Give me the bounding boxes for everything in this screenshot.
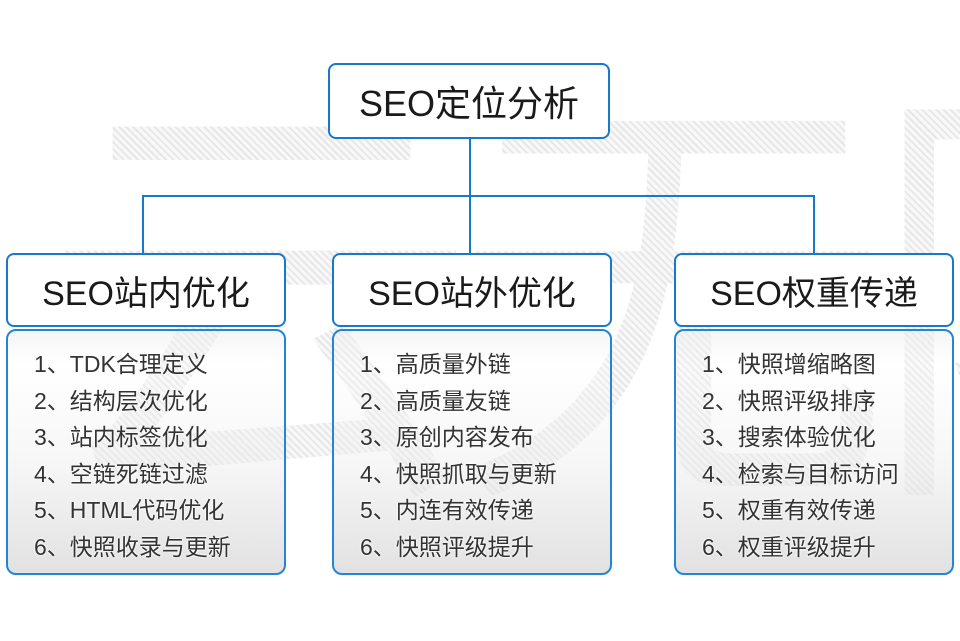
list-item: 6、权重评级提升	[702, 533, 876, 560]
column-weight-title: SEO权重传递	[710, 274, 918, 313]
root-node-title: SEO定位分析	[358, 83, 580, 124]
connector-horizontal	[142, 195, 815, 197]
list-item: 6、快照评级提升	[360, 533, 534, 560]
column-offsite-panel: 1、高质量外链 2、高质量友链 3、原创内容发布 4、快照抓取与更新 5、内连有…	[332, 329, 612, 575]
list-item: 2、结构层次优化	[34, 387, 208, 414]
list-item: 3、站内标签优化	[34, 424, 208, 450]
root-node: SEO定位分析	[328, 63, 610, 139]
list-item: 5、HTML代码优化	[34, 497, 225, 523]
list-item: 4、空链死链过滤	[34, 460, 208, 487]
list-item: 2、快照评级排序	[702, 387, 876, 414]
column-offsite-list: 1、高质量外链 2、高质量友链 3、原创内容发布 4、快照抓取与更新 5、内连有…	[334, 331, 610, 565]
column-weight-panel: 1、快照增缩略图 2、快照评级排序 3、搜索体验优化 4、检索与目标访问 5、权…	[674, 329, 954, 575]
column-weight-list: 1、快照增缩略图 2、快照评级排序 3、搜索体验优化 4、检索与目标访问 5、权…	[676, 331, 952, 565]
connector-drop-middle	[469, 197, 471, 255]
column-weight-title-box: SEO权重传递	[674, 253, 954, 327]
list-item: 3、原创内容发布	[360, 424, 534, 450]
list-item: 1、快照增缩略图	[702, 351, 876, 377]
column-offsite-title-box: SEO站外优化	[332, 253, 612, 327]
connector-root-drop	[469, 139, 471, 197]
connector-drop-right	[813, 197, 815, 255]
list-item: 5、内连有效传递	[360, 497, 534, 523]
connector-drop-left	[142, 197, 144, 255]
list-item: 4、检索与目标访问	[702, 460, 899, 487]
column-onsite-title: SEO站内优化	[42, 274, 250, 313]
list-item: 6、快照收录与更新	[34, 533, 231, 560]
column-onsite-panel: 1、TDK合理定义 2、结构层次优化 3、站内标签优化 4、空链死链过滤 5、H…	[6, 329, 286, 575]
column-offsite-title: SEO站外优化	[368, 274, 576, 313]
column-onsite-list: 1、TDK合理定义 2、结构层次优化 3、站内标签优化 4、空链死链过滤 5、H…	[8, 331, 284, 565]
list-item: 3、搜索体验优化	[702, 424, 876, 450]
list-item: 2、高质量友链	[360, 387, 511, 414]
list-item: 1、TDK合理定义	[34, 351, 208, 377]
list-item: 4、快照抓取与更新	[360, 460, 557, 487]
list-item: 5、权重有效传递	[702, 497, 876, 523]
column-onsite-title-box: SEO站内优化	[6, 253, 286, 327]
list-item: 1、高质量外链	[360, 351, 511, 377]
